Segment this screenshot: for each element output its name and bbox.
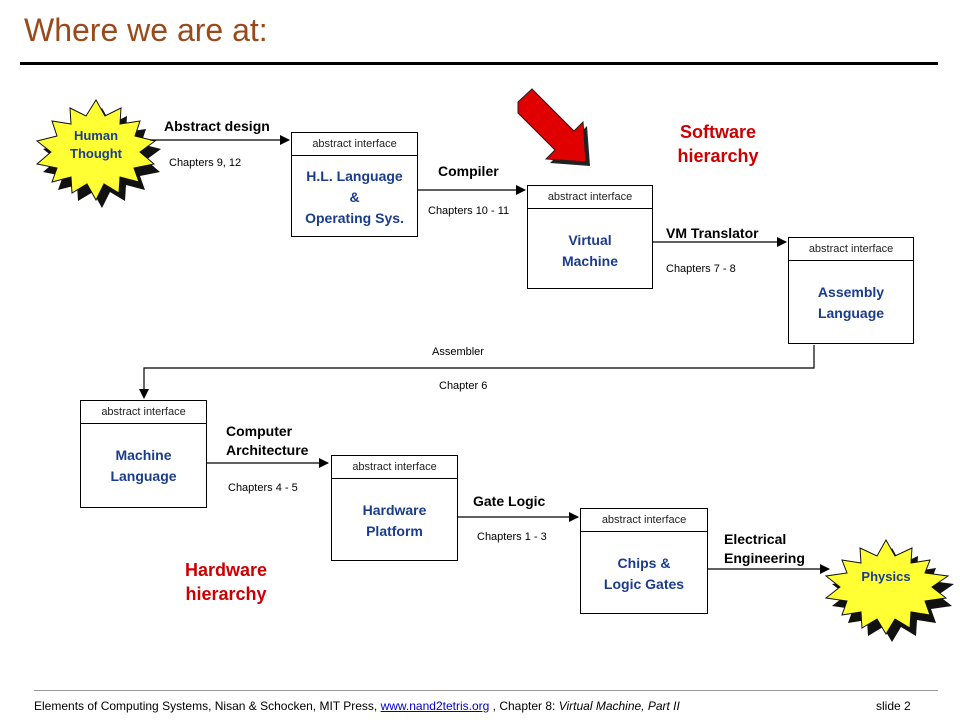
virtual-machine-line1: Virtual: [568, 232, 612, 248]
page-title: Where we are at:: [24, 12, 268, 48]
machine-language-line2: Language: [110, 468, 177, 484]
arrow-assembler: [139, 345, 815, 399]
footer-link[interactable]: www.nand2tetris.org: [380, 699, 490, 713]
software-hierarchy-heading: Software hierarchy: [677, 122, 759, 166]
footer-chapter: Virtual Machine, Part II: [558, 699, 680, 713]
gate-logic-chapters: Chapters 1 - 3: [477, 531, 547, 543]
footer: Elements of Computing Systems, Nisan & S…: [34, 699, 680, 713]
electrical-engineering-label2: Engineering: [724, 550, 805, 566]
assembler-label: Assembler: [432, 346, 484, 358]
chips-logic-gates-box: abstract interface Chips & Logic Gates: [580, 508, 708, 614]
chips-logic-gates-interface-label: abstract interface: [581, 509, 707, 532]
compiler-chapters: Chapters 10 - 11: [428, 205, 510, 217]
machine-language-interface-label: abstract interface: [81, 401, 206, 424]
chips-logic-gates-line1: Chips &: [617, 555, 671, 571]
assembly-language-interface-label: abstract interface: [789, 238, 913, 261]
human-thought-label: Human Thought: [70, 128, 122, 161]
assembly-language-line2: Language: [817, 305, 885, 321]
abstract-design-chapters: Chapters 9, 12: [169, 157, 242, 169]
hl-language-interface-label: abstract interface: [292, 133, 417, 156]
pointer-arrow-icon: [517, 88, 590, 166]
machine-language-line1: Machine: [115, 447, 172, 463]
hardware-platform-box: abstract interface Hardware Platform: [331, 455, 458, 561]
vm-translator-chapters: Chapters 7 - 8: [666, 263, 736, 275]
slide-number: slide 2: [876, 699, 911, 713]
virtual-machine-box: abstract interface Virtual Machine: [527, 185, 653, 289]
hl-language-box: abstract interface H.L. Language & Opera…: [291, 132, 418, 237]
assembler-chapters: Chapter 6: [439, 380, 488, 392]
title-rule: [20, 62, 938, 65]
human-thought-star: [35, 99, 161, 208]
computer-architecture-label2: Architecture: [226, 442, 309, 458]
hardware-platform-interface-label: abstract interface: [332, 456, 457, 479]
machine-language-box: abstract interface Machine Language: [80, 400, 207, 508]
footer-text: Elements of Computing Systems, Nisan & S…: [34, 699, 381, 713]
assembly-language-box: abstract interface Assembly Language: [788, 237, 914, 344]
physics-star: [824, 538, 954, 642]
hl-language-line2: &: [349, 189, 360, 205]
gate-logic-label: Gate Logic: [473, 493, 546, 509]
assembly-language-line1: Assembly: [817, 284, 885, 300]
computer-architecture-label1: Computer: [226, 423, 293, 439]
hl-language-line1: H.L. Language: [306, 168, 403, 184]
virtual-machine-line2: Machine: [561, 253, 618, 269]
footer-text-2: , Chapter 8:: [489, 699, 559, 713]
chips-logic-gates-line2: Logic Gates: [603, 576, 685, 592]
compiler-label: Compiler: [438, 163, 499, 179]
vm-translator-label: VM Translator: [666, 225, 759, 241]
electrical-engineering-label1: Electrical: [724, 531, 787, 547]
hardware-hierarchy-heading: Hardware hierarchy: [184, 560, 268, 604]
hl-language-line3: Operating Sys.: [305, 210, 404, 226]
abstract-design-label: Abstract design: [164, 118, 270, 134]
footer-rule: [34, 690, 938, 691]
computer-architecture-chapters: Chapters 4 - 5: [228, 482, 298, 494]
hardware-platform-line2: Platform: [366, 523, 423, 539]
physics-label: Physics: [861, 569, 911, 584]
virtual-machine-interface-label: abstract interface: [528, 186, 652, 209]
hardware-platform-line1: Hardware: [362, 502, 427, 518]
